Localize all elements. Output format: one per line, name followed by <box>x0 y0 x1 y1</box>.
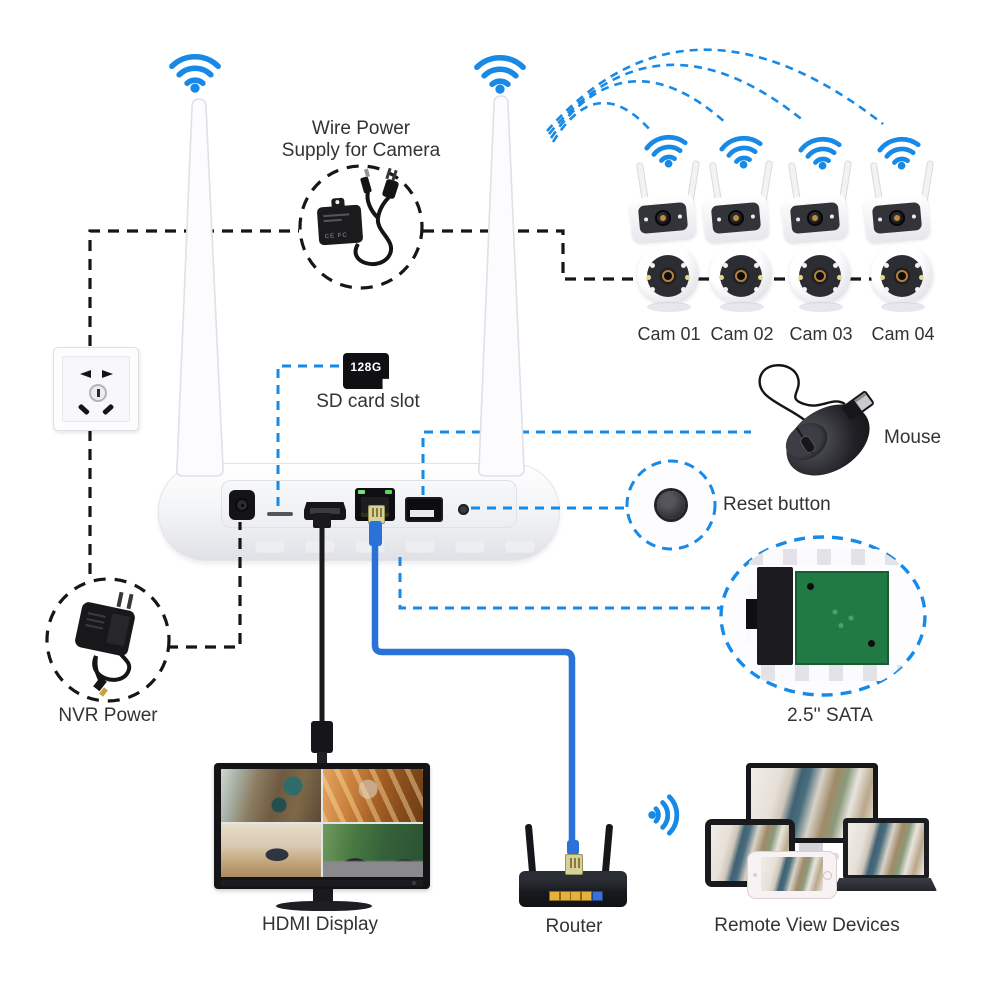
reset-pinhole <box>458 504 469 515</box>
remote-view-devices-label: Remote View Devices <box>714 915 900 936</box>
wifi-icon <box>648 793 684 837</box>
monitor-stand <box>799 843 823 854</box>
display-base <box>276 901 372 911</box>
router <box>519 871 627 907</box>
camera-2 <box>700 160 784 324</box>
wire-power-supply-label: Wire Power Supply for Camera <box>281 118 441 162</box>
camera-feed-livingroom <box>221 769 322 823</box>
vent-slot <box>255 541 285 555</box>
wifi-icon <box>795 129 847 173</box>
cam3-label: Cam 03 <box>789 324 853 344</box>
quad-view-screen <box>221 769 423 877</box>
hdd-side <box>757 567 793 665</box>
sd-card-slot-label: SD card slot <box>316 391 420 412</box>
vent-slot <box>455 541 485 555</box>
wifi-icon <box>716 128 768 172</box>
sata-hdd-tray <box>721 537 925 695</box>
vent-slot <box>405 541 435 555</box>
camera-power-adapter: CE FC <box>316 197 364 246</box>
camera-4 <box>861 160 945 324</box>
cam4-label: Cam 04 <box>871 324 935 344</box>
hdmi-plug <box>311 721 333 764</box>
wifi-icon <box>874 129 926 173</box>
remote-laptop <box>843 818 929 880</box>
camera-feed-street <box>322 823 423 877</box>
cam2-label: Cam 02 <box>710 324 774 344</box>
hdmi-display-label: HDMI Display <box>261 914 379 935</box>
camera-1 <box>627 160 711 324</box>
hdd-pcb <box>795 571 889 665</box>
hdmi-display <box>214 763 430 889</box>
reset-button-label: Reset button <box>723 494 831 515</box>
vent-slot <box>505 541 535 555</box>
ethernet-port <box>355 488 395 521</box>
remote-phone <box>747 851 837 899</box>
ethernet-cable-boot <box>369 521 382 546</box>
sata-label: 2.5'' SATA <box>787 705 873 726</box>
dc-power-jack <box>229 490 255 520</box>
hdmi-cable-connector <box>313 513 331 528</box>
camera-feed-hallway <box>221 823 322 877</box>
wall-outlet <box>53 347 139 431</box>
home-button <box>823 871 832 880</box>
nvr-rear-body <box>158 463 560 561</box>
laptop-keyboard <box>833 878 937 891</box>
sd-capacity: 128G <box>350 360 382 374</box>
camera-3 <box>779 160 863 324</box>
nvr-power-label: NVR Power <box>58 705 158 726</box>
wifi-icon <box>641 127 693 171</box>
sd-card-icon: 128G <box>343 353 389 389</box>
camera-feed-baby <box>322 769 423 823</box>
router-label: Router <box>545 916 603 937</box>
usb-port <box>405 497 443 522</box>
display-stand <box>313 889 333 902</box>
ethernet-cable-boot <box>567 840 579 855</box>
mouse-label: Mouse <box>884 427 942 448</box>
reset-button <box>657 491 685 519</box>
wifi-icon <box>472 49 528 94</box>
cam1-label: Cam 01 <box>637 324 701 344</box>
sata-connector <box>746 585 757 643</box>
wifi-icon <box>167 48 223 93</box>
sd-card-slot-port <box>267 512 293 516</box>
ethernet-connector <box>565 854 583 875</box>
